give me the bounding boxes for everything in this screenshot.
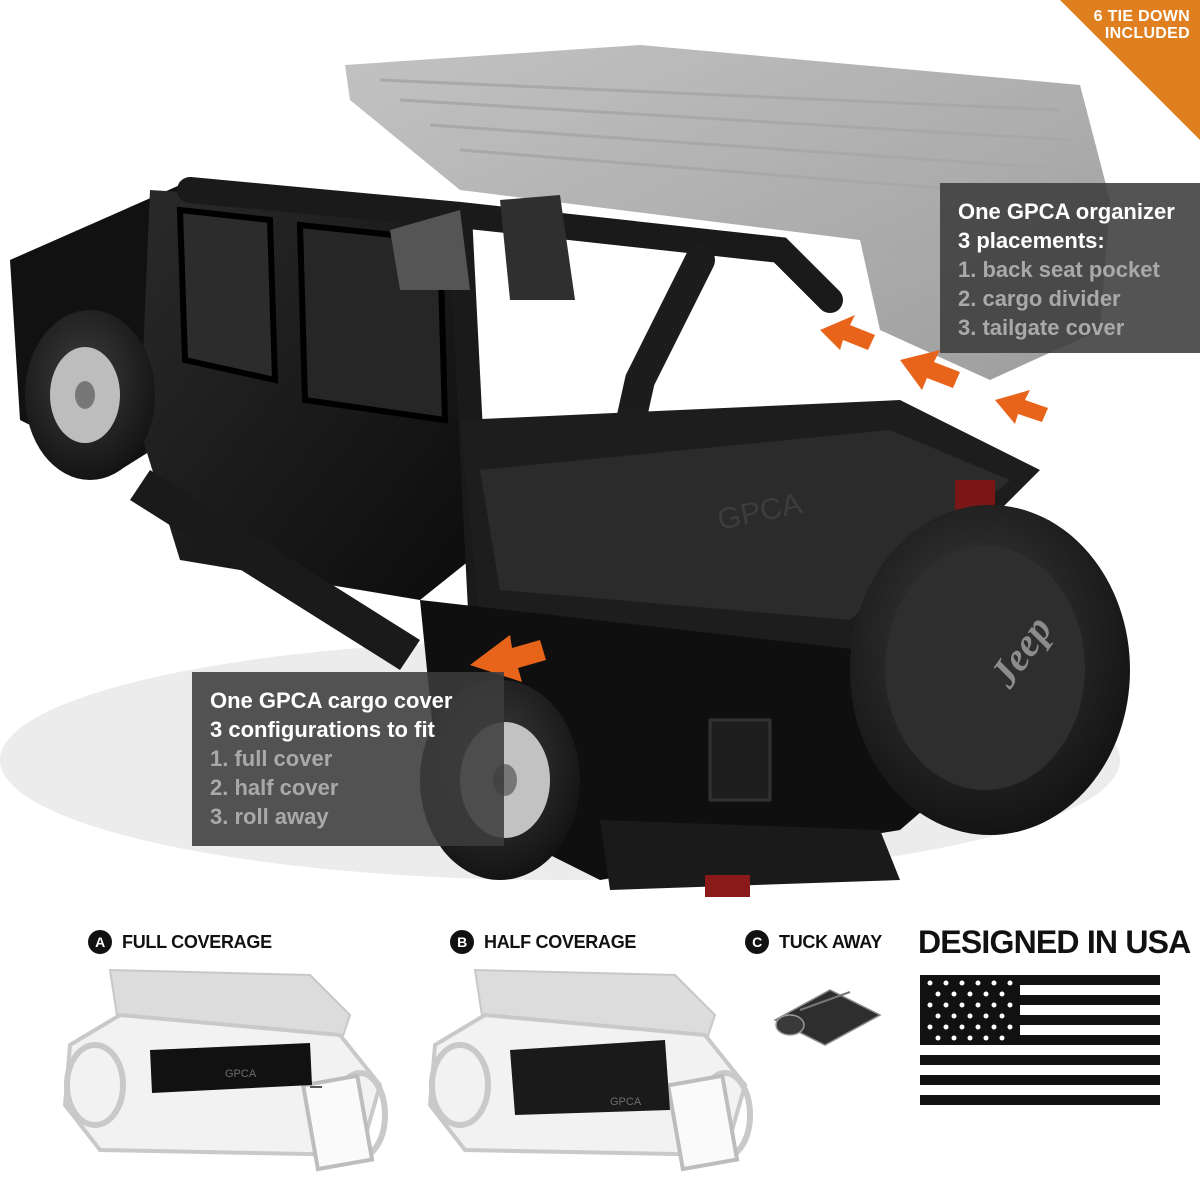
hard-top-roof bbox=[345, 45, 1110, 380]
options-section: A FULL COVERAGE B HALF COVERAGE C TUCK A… bbox=[0, 910, 1200, 1181]
cargo-subtitle: 3 configurations to fit bbox=[210, 717, 435, 742]
option-letter-b: B bbox=[450, 930, 474, 954]
option-tuck-away: C TUCK AWAY bbox=[745, 930, 882, 954]
option-full-coverage: A FULL COVERAGE bbox=[88, 930, 272, 954]
organizer-callout: One GPCA organizer 3 placements: 1. back… bbox=[940, 183, 1200, 353]
cargo-item: 1. full cover bbox=[210, 746, 333, 771]
cargo-item: 2. half cover bbox=[210, 775, 339, 800]
spare-tire: Jeep bbox=[850, 505, 1130, 835]
cargo-item: 3. roll away bbox=[210, 804, 329, 829]
designed-in-usa: DESIGNED IN USA bbox=[918, 924, 1191, 960]
option-letter-c: C bbox=[745, 930, 769, 954]
option-label: FULL COVERAGE bbox=[122, 931, 272, 952]
badge-line-2: INCLUDED bbox=[1104, 25, 1190, 42]
badge-text: 6 TIE DOWN INCLUDED bbox=[1070, 8, 1190, 42]
mini-jeep-half-coverage: GPCA bbox=[427, 968, 753, 1172]
organizer-subtitle: 3 placements: bbox=[958, 228, 1105, 253]
cargo-callout: One GPCA cargo cover 3 configurations to… bbox=[192, 672, 504, 846]
cargo-title: One GPCA cargo cover bbox=[210, 688, 453, 713]
option-label: HALF COVERAGE bbox=[484, 931, 637, 952]
organizer-item: 2. cargo divider bbox=[958, 286, 1121, 311]
mini-jeep-full-coverage: GPCA bbox=[62, 968, 388, 1172]
option-half-coverage: B HALF COVERAGE bbox=[450, 930, 636, 954]
orange-arrow-icon bbox=[470, 315, 1048, 682]
vehicle-photo: Jeep GPCA bbox=[0, 45, 1130, 897]
option-letter-a: A bbox=[88, 930, 112, 954]
corner-badge bbox=[1060, 0, 1200, 140]
organizer-item: 1. back seat pocket bbox=[958, 257, 1160, 282]
mini-cover-print: GPCA bbox=[610, 1096, 642, 1108]
organizer-title: One GPCA organizer bbox=[958, 199, 1175, 224]
organizer-item: 3. tailgate cover bbox=[958, 315, 1125, 340]
badge-line-1: 6 TIE DOWN bbox=[1093, 8, 1190, 25]
mini-cover-print: GPCA bbox=[225, 1068, 257, 1080]
us-flag-icon bbox=[920, 975, 1160, 1105]
option-label: TUCK AWAY bbox=[779, 931, 882, 952]
rolled-cover-icon bbox=[773, 989, 882, 1046]
